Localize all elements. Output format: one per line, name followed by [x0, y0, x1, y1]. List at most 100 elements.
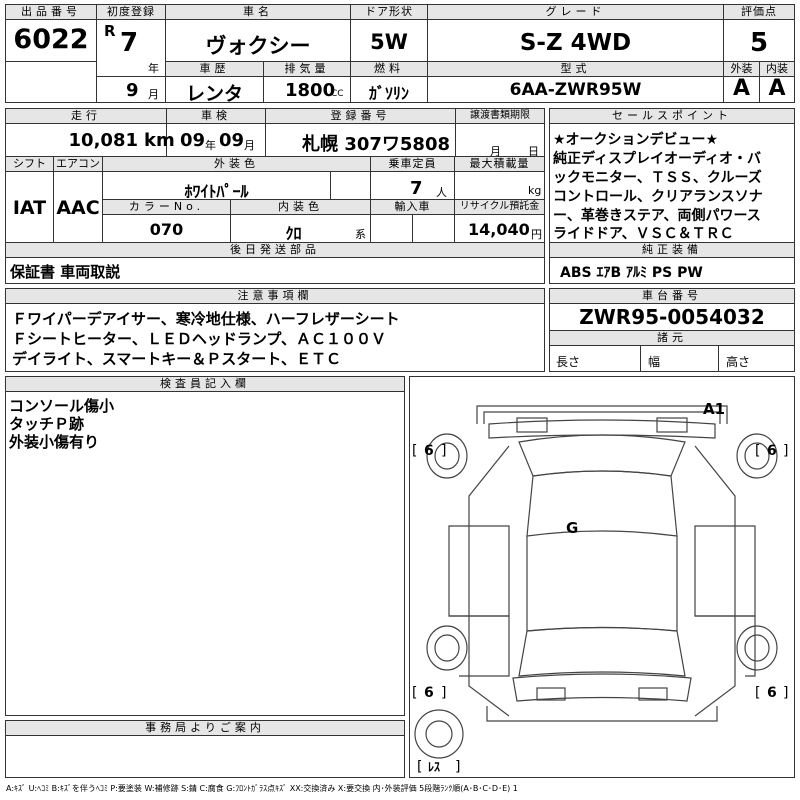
tire-rl-mark: 6 — [424, 685, 434, 701]
doc-month-unit: 月 — [490, 145, 501, 158]
interior-label: 内装 — [760, 62, 794, 77]
sales-line: ー、革巻きステア、両側パワース — [553, 208, 761, 224]
capacity-label: 乗車定員 — [371, 157, 454, 172]
spec-label: 諸元 — [550, 331, 794, 346]
shift: IAT — [12, 197, 47, 219]
month-unit: 月 — [148, 88, 159, 101]
capacity-unit: 人 — [436, 186, 447, 199]
later-parts-label: 後日発送部品 — [6, 243, 544, 258]
vehicle-info-section — [5, 108, 545, 284]
import-label: 輸入車 — [371, 200, 454, 215]
mark-g: G — [566, 519, 578, 537]
chassis-number: ZWR95-0054032 — [579, 305, 765, 329]
inspection-year-unit: 年 — [205, 139, 216, 152]
door-type: 5W — [370, 30, 408, 54]
bracket-open: [ — [755, 685, 760, 701]
color-label: 外装色 — [103, 157, 370, 172]
score-label: 評価点 — [724, 5, 794, 20]
mileage: 10,081 — [68, 130, 138, 151]
header-section — [5, 4, 795, 103]
legend: A:ｷｽﾞ U:ﾍｺﾐ B:ｷｽﾞを伴うﾍｺﾐ P:要塗装 W:補修跡 S:錆 … — [6, 784, 518, 793]
bracket-open: [ — [417, 759, 422, 775]
capacity: 7 — [410, 178, 423, 199]
shift-label: シフト — [6, 157, 53, 172]
load-unit: kg — [528, 184, 542, 197]
sales-line: ックモニター、ＴＳＳ、クルーズ — [553, 170, 762, 186]
bracket-close: ] — [441, 443, 446, 459]
sales-point-section — [549, 108, 795, 284]
doc-deadline-label: 譲渡書類期限 — [456, 109, 544, 124]
inspection-year: 09 — [180, 130, 206, 151]
notes-section — [5, 288, 545, 372]
bracket-close: ] — [455, 759, 460, 775]
sales-line: コントロール、クリアランスソナ — [553, 189, 763, 205]
recycle-label: リサイクル預託金 — [455, 200, 544, 215]
equipment: ABS ｴｱB ｱﾙﾐ PS PW — [560, 265, 703, 281]
notes-line: デイライト、スマートキー＆Ｐスタート、ＥＴＣ — [12, 350, 341, 368]
load-label: 最大積載量 — [455, 157, 544, 172]
interior-color-suffix: 系 — [355, 228, 366, 241]
fuel-label: 燃料 — [351, 62, 427, 77]
interior-grade: A — [768, 76, 786, 101]
doc-day-unit: 日 — [528, 145, 539, 158]
sales-line: ★オークションデビュー★ — [553, 132, 719, 148]
exterior-label: 外装 — [724, 62, 759, 77]
inspector-section — [5, 376, 405, 716]
chassis-label: 車台番号 — [550, 289, 794, 304]
plate-number: 札幌 307ワ5808 — [302, 134, 450, 155]
color-no-label: カラーNo. — [103, 200, 230, 215]
exterior-grade: A — [732, 76, 751, 101]
recycle-unit: 円 — [531, 228, 542, 241]
mileage-unit: km — [144, 130, 175, 151]
inspection-month: 09 — [219, 130, 245, 151]
door-label: ドア形状 — [351, 5, 427, 20]
notes-line: Ｆシートヒーター、ＬＥＤヘッドランプ、ＡＣ１００Ｖ — [12, 330, 386, 348]
history-label: 車歴 — [166, 62, 263, 77]
displacement-unit: CC — [331, 89, 344, 99]
lot-label: 出品番号 — [6, 5, 96, 20]
recycle-fee: 14,040 — [468, 220, 530, 239]
width-label: 幅 — [648, 355, 661, 369]
equipment-label: 純正装備 — [550, 243, 794, 258]
era: R — [104, 22, 116, 40]
bracket-open: [ — [412, 685, 417, 701]
displacement-label: 排気量 — [264, 62, 350, 77]
spare-tire-mark: ﾚｽ — [428, 760, 440, 774]
car-diagram-section — [409, 376, 795, 778]
exterior-color: ﾎﾜｲﾄﾊﾟｰﾙ — [184, 182, 249, 201]
score: 5 — [749, 28, 769, 58]
inspection-label: 車検 — [167, 109, 265, 124]
car-diagram: A1 G 6 6 6 6 ﾚｽ [ ] [ ] [ ] [ ] [ ] — [412, 400, 788, 775]
bracket-open: [ — [755, 443, 760, 459]
tire-fr-mark: 6 — [767, 443, 777, 459]
height-label: 高さ — [726, 355, 751, 369]
model: 6AA-ZWR95W — [509, 80, 642, 100]
bracket-open: [ — [412, 443, 417, 459]
history: レンタ — [185, 83, 243, 105]
bracket-close: ] — [441, 685, 446, 701]
inspector-line: タッチＰ跡 — [9, 415, 85, 433]
mark-a1: A1 — [703, 400, 725, 418]
notes-label: 注意事項欄 — [6, 289, 544, 304]
tire-rr-mark: 6 — [767, 685, 777, 701]
grade-label: グレード — [428, 5, 723, 20]
car-name: ヴォクシー — [205, 34, 311, 58]
plate-label: 登録番号 — [266, 109, 455, 124]
length-label: 長さ — [556, 355, 581, 369]
interior-color: ｸﾛ — [285, 224, 302, 243]
color-no: 070 — [149, 220, 184, 239]
office-section — [5, 720, 405, 778]
later-parts: 保証書 車両取説 — [10, 263, 121, 281]
notes-line: Ｆワイパーデアイサー、寒冷地仕様、ハーフレザーシート — [12, 310, 400, 328]
mileage-label: 走行 — [6, 109, 166, 124]
ac: AAC — [56, 197, 100, 219]
inspector-line: コンソール傷小 — [9, 397, 115, 415]
inspection-month-unit: 月 — [244, 139, 255, 152]
interior-color-label: 内装色 — [231, 200, 370, 215]
reg-month: 9 — [126, 80, 139, 101]
office-label: 事務局よりご案内 — [6, 721, 404, 736]
ac-label: エアコン — [54, 157, 102, 172]
tire-fl-mark: 6 — [424, 443, 434, 459]
sales-line: 純正ディスプレイオーディオ・バ — [553, 151, 762, 167]
bracket-close: ] — [783, 443, 788, 459]
